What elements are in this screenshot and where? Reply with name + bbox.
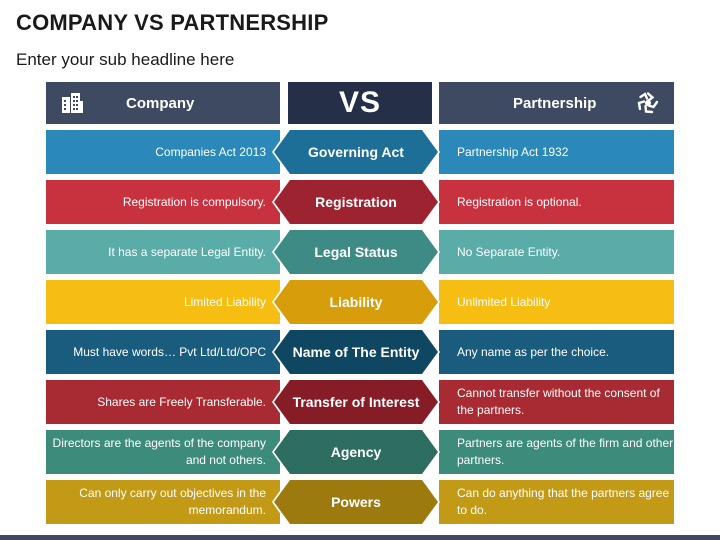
table-row: Can only carry out objectives in the mem… bbox=[46, 480, 674, 524]
table-row: It has a separate Legal Entity. No Separa… bbox=[46, 230, 674, 274]
company-cell: Limited Liability bbox=[46, 280, 280, 324]
partnership-header-label: Partnership bbox=[513, 94, 597, 112]
criterion-label: Legal Status bbox=[274, 230, 438, 274]
company-header-label: Company bbox=[126, 94, 195, 112]
criterion-label: Powers bbox=[274, 480, 438, 524]
company-cell: Shares are Freely Transferable. bbox=[46, 380, 280, 424]
partnership-cell: Unlimited Liability bbox=[439, 280, 674, 324]
table-row: Registration is compulsory. Registration … bbox=[46, 180, 674, 224]
company-cell: Registration is compulsory. bbox=[46, 180, 280, 224]
criterion-label: Name of The Entity bbox=[274, 330, 438, 374]
table-row: Directors are the agents of the company … bbox=[46, 430, 674, 474]
criterion-label: Agency bbox=[274, 430, 438, 474]
handshake-circle-icon bbox=[637, 92, 659, 114]
company-header: Company bbox=[46, 82, 280, 124]
criterion-label: Governing Act bbox=[274, 130, 438, 174]
page-subtitle: Enter your sub headline here bbox=[16, 50, 235, 69]
bottom-bar bbox=[0, 535, 720, 540]
partnership-cell: Partners are agents of the firm and othe… bbox=[439, 430, 674, 474]
partnership-cell: Can do anything that the partners agree … bbox=[439, 480, 674, 524]
company-cell: Companies Act 2013 bbox=[46, 130, 280, 174]
company-cell: Must have words… Pvt Ltd/Ltd/OPC bbox=[46, 330, 280, 374]
company-cell: It has a separate Legal Entity. bbox=[46, 230, 280, 274]
partnership-cell: Registration is optional. bbox=[439, 180, 674, 224]
criterion-label: Registration bbox=[274, 180, 438, 224]
company-cell: Can only carry out objectives in the mem… bbox=[46, 480, 280, 524]
table-row: Must have words… Pvt Ltd/Ltd/OPC Any name… bbox=[46, 330, 674, 374]
vs-header: VS bbox=[288, 82, 432, 124]
vs-label: VS bbox=[338, 86, 382, 119]
criterion-label: Liability bbox=[274, 280, 438, 324]
company-cell: Directors are the agents of the company … bbox=[46, 430, 280, 474]
partnership-header: Partnership bbox=[439, 82, 674, 124]
partnership-cell: Partnership Act 1932 bbox=[439, 130, 674, 174]
table-row: Shares are Freely Transferable. Cannot tr… bbox=[46, 380, 674, 424]
partnership-cell: Cannot transfer without the consent of t… bbox=[439, 380, 674, 424]
partnership-cell: No Separate Entity. bbox=[439, 230, 674, 274]
criterion-label: Transfer of Interest bbox=[274, 380, 438, 424]
partnership-cell: Any name as per the choice. bbox=[439, 330, 674, 374]
page-title: COMPANY VS PARTNERSHIP bbox=[16, 10, 329, 35]
office-building-icon bbox=[62, 93, 83, 113]
